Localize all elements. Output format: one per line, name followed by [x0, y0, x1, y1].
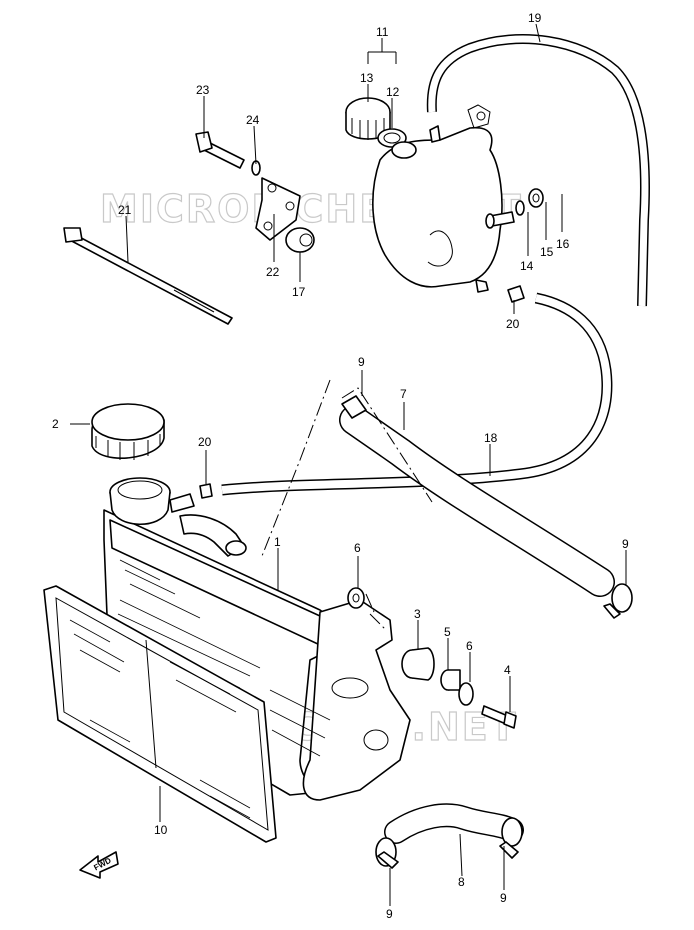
callout-6-lower: 6	[466, 639, 473, 653]
clamp-9-lower-left	[375, 837, 399, 869]
callout-17: 17	[292, 285, 306, 299]
grommet-3	[401, 647, 435, 681]
fwd-arrow: FWD	[79, 851, 119, 879]
callout-9-right: 9	[622, 537, 629, 551]
callout-5: 5	[444, 625, 451, 639]
callout-6-upper: 6	[354, 541, 361, 555]
radiator-outlet-pipe	[179, 514, 247, 557]
hose-18	[221, 294, 611, 494]
callout-18: 18	[484, 431, 498, 445]
callout-21: 21	[118, 203, 132, 217]
washer-15	[515, 200, 525, 216]
washer-6-lower	[458, 682, 474, 706]
reservoir-tank	[372, 104, 503, 293]
hose-7	[340, 406, 614, 596]
callout-9-lower-left: 9	[386, 907, 393, 921]
callout-4: 4	[504, 663, 511, 677]
callout-12: 12	[386, 85, 400, 99]
washer-16	[528, 188, 544, 208]
clamp-9-right	[603, 583, 633, 619]
callout-22: 22	[266, 265, 280, 279]
callout-13: 13	[360, 71, 374, 85]
clamp-9-lower-right	[499, 817, 523, 859]
radiator-guard	[43, 585, 277, 843]
callout-20-upper: 20	[506, 317, 520, 331]
callout-1: 1	[274, 535, 281, 549]
bolt-14	[485, 211, 515, 229]
washer-6-upper	[347, 587, 365, 609]
callout-20-lower: 20	[198, 435, 212, 449]
callout-24: 24	[246, 113, 260, 127]
callout-3: 3	[414, 607, 421, 621]
callout-7: 7	[400, 387, 407, 401]
clip-20-lower	[199, 483, 213, 499]
callout-10: 10	[154, 823, 168, 837]
bolt-4	[481, 705, 517, 729]
callout-11: 11	[376, 25, 389, 39]
grommet-17	[285, 227, 315, 253]
callout-23: 23	[196, 83, 210, 97]
bolt-23	[195, 131, 245, 169]
radiator	[103, 509, 411, 801]
reservoir-neck	[391, 141, 417, 159]
callout-19: 19	[528, 11, 542, 25]
collar-5	[440, 669, 461, 691]
radiator-cap	[91, 403, 165, 460]
hose-8	[384, 803, 524, 844]
callout-2: 2	[52, 417, 59, 431]
callout-9-upper: 9	[358, 355, 365, 369]
band-21	[63, 227, 233, 325]
leader-lines	[70, 23, 627, 906]
callout-15: 15	[540, 245, 554, 259]
clip-20-upper	[507, 285, 525, 303]
clamp-9-upper	[341, 395, 367, 419]
bracket-22	[255, 177, 301, 241]
callouts: 11 13 12 19 23 24 21 22 17 14 15 16 20 9…	[52, 11, 629, 921]
callout-9-lower-right: 9	[500, 891, 507, 905]
callout-16: 16	[556, 237, 570, 251]
radiator-filler-neck	[109, 477, 195, 526]
callout-14: 14	[520, 259, 534, 273]
callout-8: 8	[458, 875, 465, 889]
